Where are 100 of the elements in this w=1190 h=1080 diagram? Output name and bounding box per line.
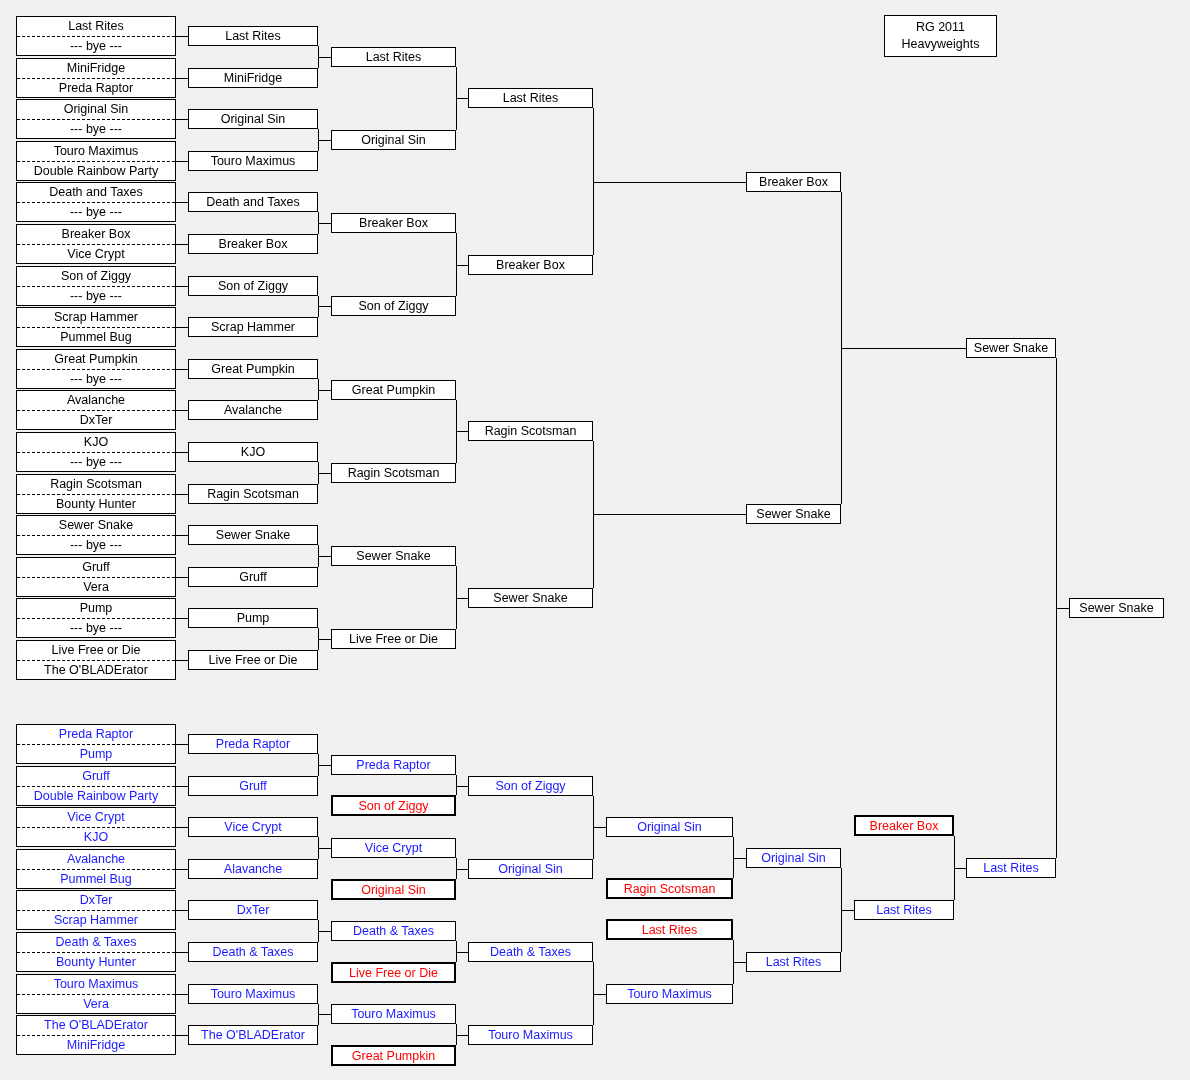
match-box bbox=[16, 724, 176, 764]
match-box bbox=[16, 766, 176, 806]
team-name: Touro Maximus bbox=[52, 143, 140, 161]
match-box bbox=[16, 932, 176, 972]
bracket-line bbox=[175, 77, 189, 79]
bracket-line bbox=[175, 243, 189, 245]
winner-box bbox=[331, 296, 456, 316]
match-box bbox=[16, 807, 176, 847]
winner-box bbox=[468, 421, 593, 441]
dropped-team-box bbox=[606, 919, 733, 940]
team-name: The O'BLADErator bbox=[43, 1017, 149, 1035]
bracket-line bbox=[317, 1013, 332, 1026]
bracket-line bbox=[317, 472, 332, 485]
winner-box bbox=[966, 338, 1056, 358]
bracket-line bbox=[317, 930, 332, 943]
team-name: Bounty Hunter bbox=[17, 951, 175, 971]
bracket-line bbox=[732, 961, 747, 985]
winner-box bbox=[188, 26, 318, 46]
team-name: Last Rites bbox=[502, 91, 559, 105]
dropped-team-box bbox=[331, 1045, 456, 1066]
team-name: Breaker Box bbox=[218, 237, 288, 251]
bracket-line bbox=[592, 993, 607, 1026]
team-name: Live Free or Die bbox=[349, 965, 438, 980]
bracket-line bbox=[175, 534, 189, 536]
bracket-line bbox=[840, 909, 855, 953]
bracket-line bbox=[175, 743, 189, 745]
team-name: Scrap Hammer bbox=[210, 320, 295, 334]
team-name: Last Rites bbox=[365, 50, 422, 64]
match-box bbox=[16, 390, 176, 430]
winner-box bbox=[606, 817, 733, 837]
winner-box bbox=[331, 463, 456, 483]
team-name: Sewer Snake bbox=[356, 549, 431, 563]
team-name: Last Rites bbox=[225, 29, 281, 43]
winner-box bbox=[188, 68, 318, 88]
team-name: Son of Ziggy bbox=[217, 279, 289, 293]
team-name: Death & Taxes bbox=[489, 945, 572, 959]
match-box bbox=[16, 640, 176, 680]
team-name: Pummel Bug bbox=[17, 326, 175, 346]
winner-box bbox=[331, 47, 456, 67]
winner-box bbox=[188, 900, 318, 920]
dropped-team-box bbox=[331, 962, 456, 983]
team-name: KJO bbox=[17, 826, 175, 846]
bracket-line bbox=[317, 222, 332, 235]
team-name: Pummel Bug bbox=[17, 868, 175, 888]
bracket-line bbox=[455, 1034, 469, 1046]
winner-box bbox=[746, 848, 841, 868]
winner-box bbox=[331, 755, 456, 775]
team-name: Ragin Scotsman bbox=[623, 881, 716, 896]
team-name: DxTer bbox=[17, 409, 175, 429]
team-name: Sewer Snake bbox=[57, 517, 135, 535]
bracket-line bbox=[175, 993, 189, 995]
team-name: --- bye --- bbox=[17, 534, 175, 554]
winner-box bbox=[188, 317, 318, 337]
team-name: Original Sin bbox=[62, 101, 130, 119]
match-box bbox=[16, 224, 176, 264]
winner-box bbox=[188, 859, 318, 879]
team-name: Preda Raptor bbox=[215, 737, 291, 751]
team-name: Pump bbox=[78, 600, 114, 618]
bracket-line bbox=[317, 847, 332, 860]
team-name: Touro Maximus bbox=[627, 987, 712, 1001]
winner-box bbox=[331, 921, 456, 941]
winner-box bbox=[468, 88, 593, 108]
team-name: Last Rites bbox=[67, 18, 125, 36]
team-name: Vera bbox=[17, 576, 175, 596]
team-name: Sewer Snake bbox=[973, 341, 1049, 355]
team-name: Ragin Scotsman bbox=[207, 487, 299, 501]
team-name: Vice Crypt bbox=[224, 820, 282, 834]
winner-box bbox=[331, 546, 456, 566]
winner-box bbox=[468, 859, 593, 879]
team-name: Original Sin bbox=[361, 882, 426, 897]
bracket-line bbox=[317, 555, 332, 568]
bracket-line bbox=[840, 347, 967, 505]
team-name: Son of Ziggy bbox=[495, 779, 566, 793]
winner-box bbox=[746, 952, 841, 972]
bracket-line bbox=[317, 305, 332, 318]
team-name: Original Sin bbox=[761, 851, 826, 865]
team-name: The O'BLADErator bbox=[201, 1028, 305, 1042]
team-name: KJO bbox=[82, 434, 110, 452]
match-box bbox=[16, 182, 176, 222]
team-name: Sewer Snake bbox=[1079, 601, 1154, 615]
dropped-team-box bbox=[854, 815, 954, 836]
team-name: Breaker Box bbox=[869, 818, 939, 833]
winner-box bbox=[188, 484, 318, 504]
team-name: Double Rainbow Party bbox=[17, 160, 175, 180]
winner-box bbox=[188, 817, 318, 837]
winner-box bbox=[966, 858, 1056, 878]
match-box bbox=[16, 58, 176, 98]
winner-box bbox=[854, 900, 954, 920]
bracket-line bbox=[592, 181, 747, 256]
bracket-line bbox=[175, 785, 189, 787]
team-name: Gruff bbox=[81, 559, 111, 577]
match-box bbox=[16, 266, 176, 306]
team-name: Gruff bbox=[239, 779, 267, 793]
team-name: Gruff bbox=[81, 768, 111, 786]
team-name: Scrap Hammer bbox=[17, 909, 175, 929]
match-box bbox=[16, 99, 176, 139]
team-name: Son of Ziggy bbox=[358, 798, 429, 813]
winner-box bbox=[188, 276, 318, 296]
bracket-line bbox=[175, 868, 189, 870]
team-name: Ragin Scotsman bbox=[484, 424, 577, 438]
